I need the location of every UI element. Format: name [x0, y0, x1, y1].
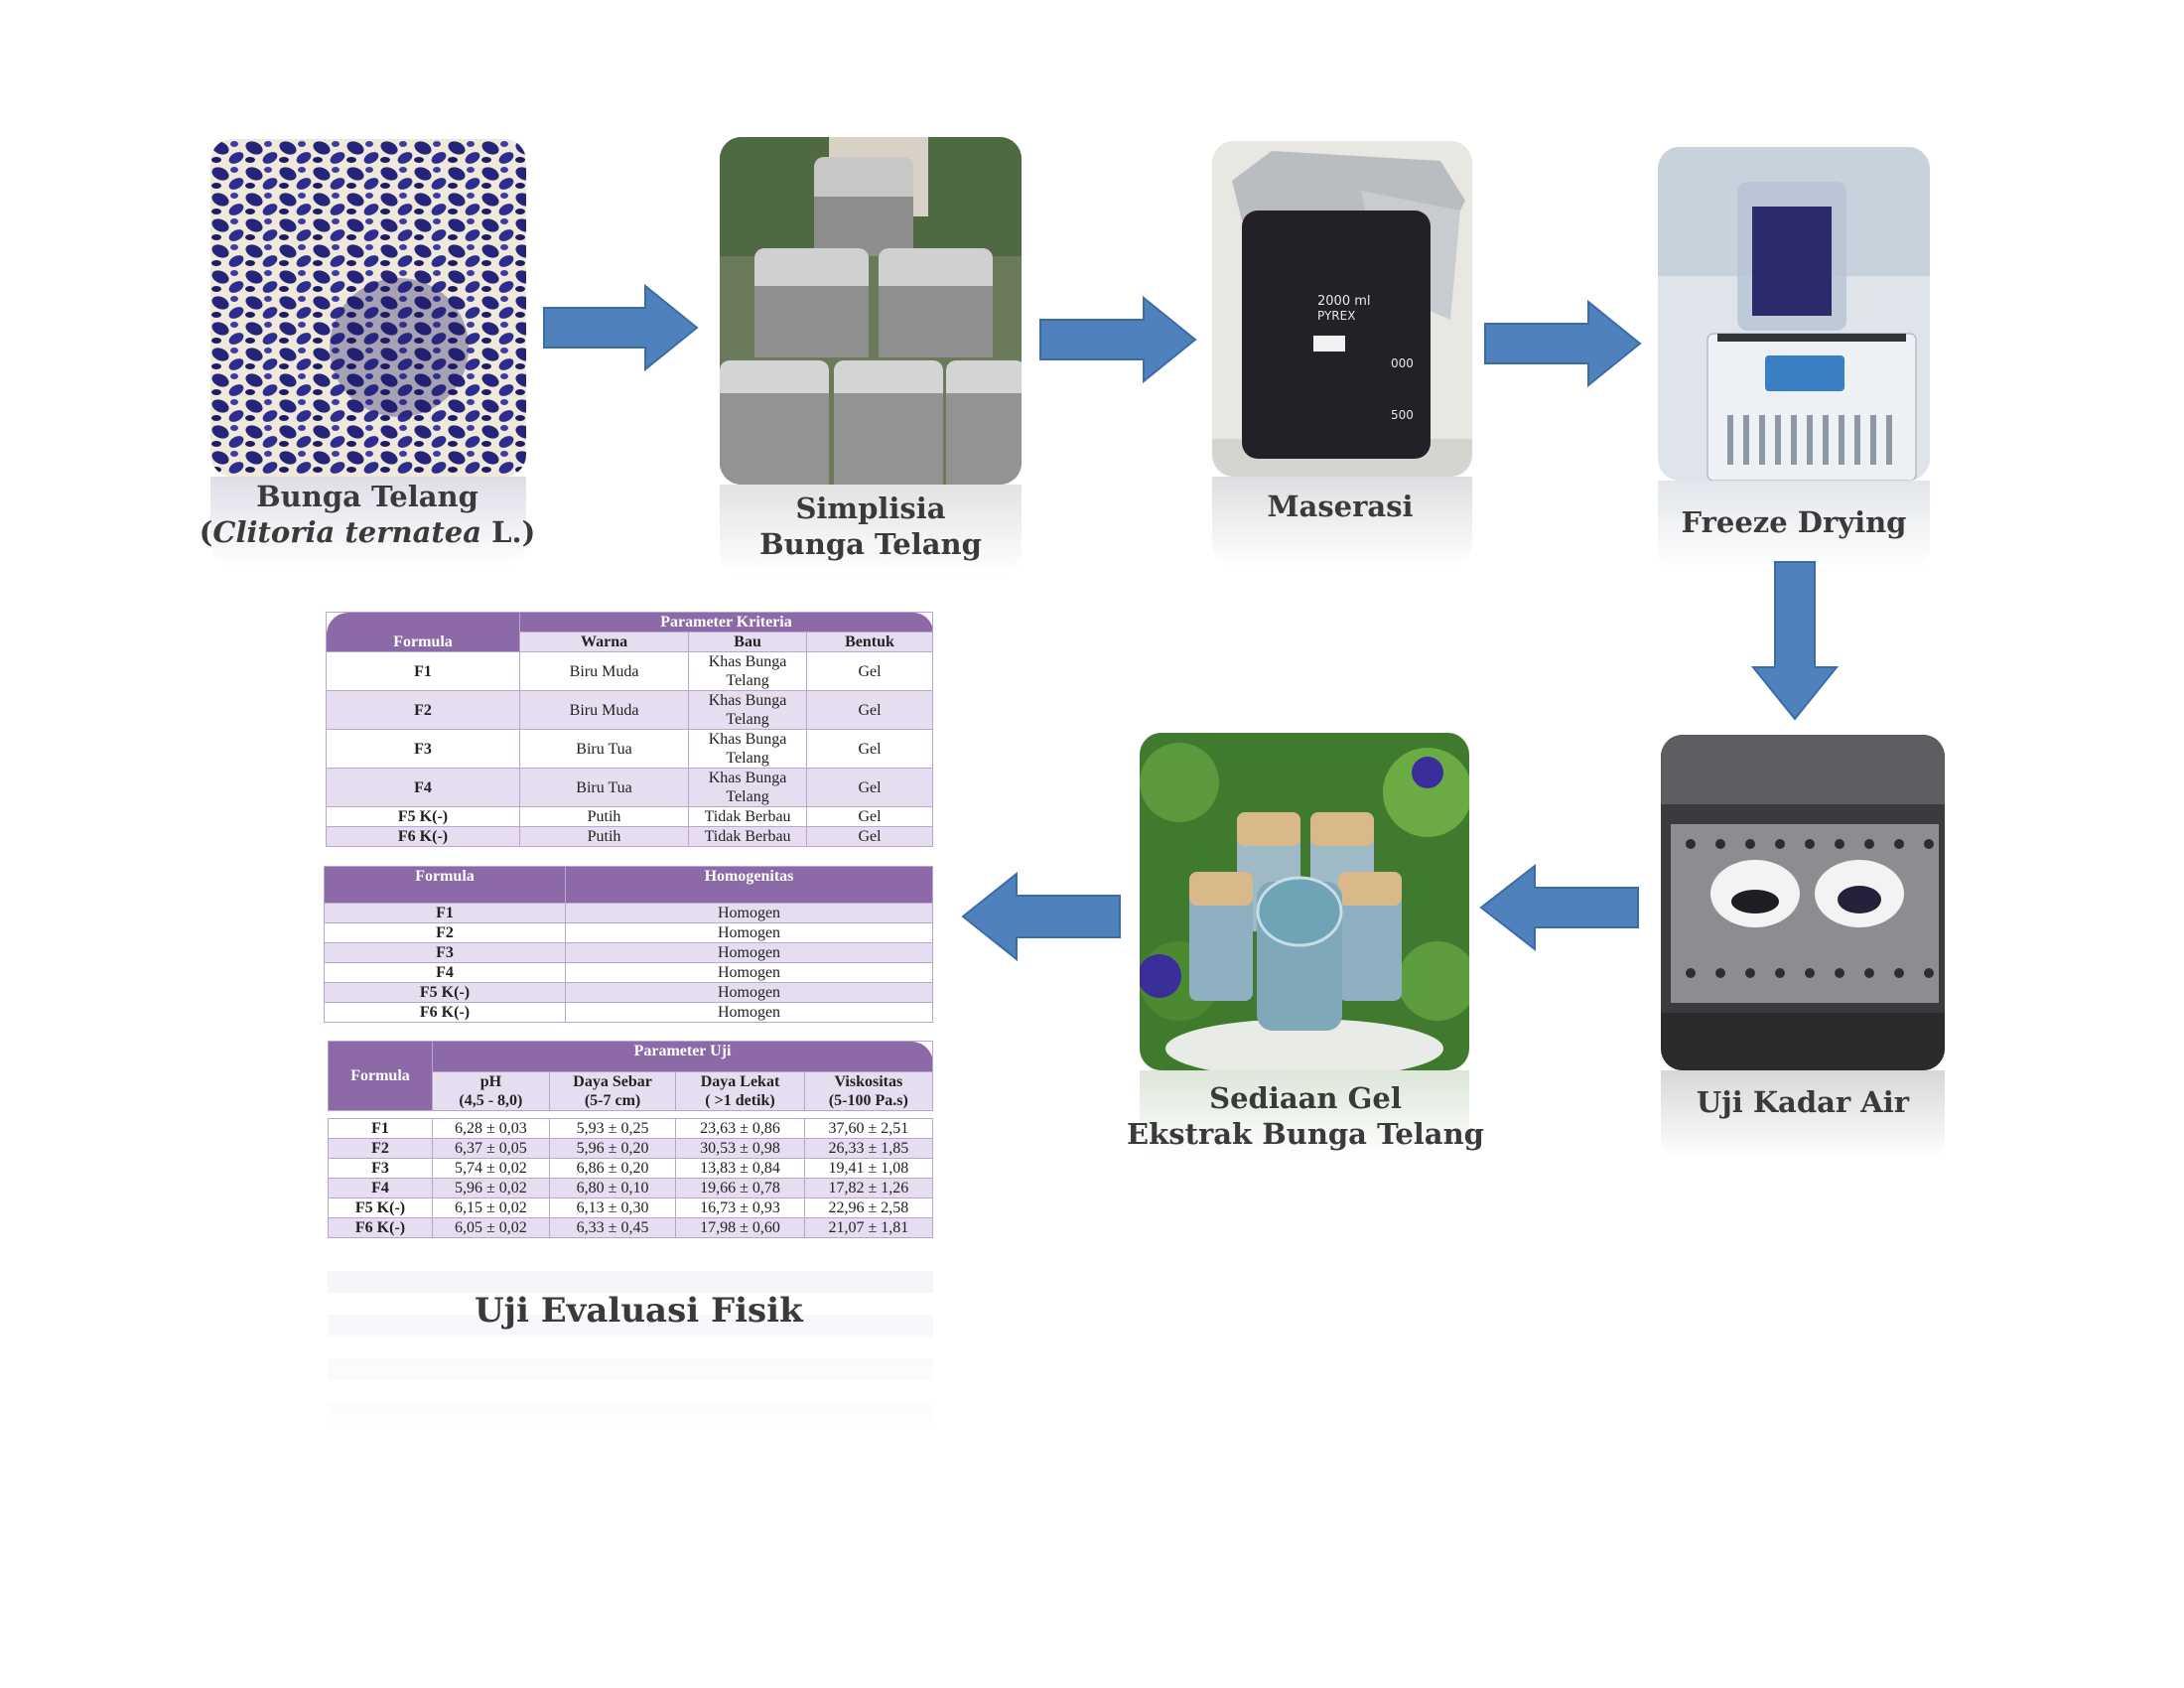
- table-organoleptik: Formula Parameter Kriteria Warna Bau Ben…: [326, 612, 933, 847]
- header-bentuk: Bentuk: [806, 632, 933, 652]
- step-label-line1: Simplisia: [795, 492, 946, 525]
- beaker-mark: PYREX: [1317, 309, 1355, 323]
- photo-reflection: [1212, 477, 1472, 566]
- header-daya-lekat: Daya Lekat( >1 detik): [675, 1071, 805, 1111]
- arrow-down-icon: [1750, 561, 1840, 721]
- header-homogenitas: Homogenitas: [565, 866, 933, 904]
- photo-reflection: [1140, 1070, 1469, 1160]
- species-name: Clitoria ternatea: [212, 515, 482, 549]
- arrow-right-icon: [1039, 295, 1197, 384]
- photo-reflection: [210, 477, 526, 566]
- header-bau: Bau: [688, 632, 808, 652]
- step-label-line2: (Clitoria ternatea L.): [199, 515, 536, 549]
- beaker-mark: 2000 ml: [1317, 294, 1371, 309]
- header-parameter-uji: Parameter Uji: [432, 1041, 933, 1072]
- step-label-uji-kadar-air: Uji Kadar Air: [1634, 1084, 1972, 1120]
- step-label-freeze-drying: Freeze Drying: [1628, 504, 1960, 540]
- header-formula: Formula: [326, 612, 520, 652]
- beaker-image: 2000 ml PYREX 000 500: [1212, 141, 1472, 477]
- header-formula: Formula: [328, 1041, 433, 1111]
- table-row: F3 Biru Tua Khas Bunga Telang Gel: [326, 729, 933, 769]
- step-label-line1: Freeze Drying: [1681, 505, 1907, 539]
- header-daya-sebar: Daya Sebar(5-7 cm): [548, 1071, 677, 1111]
- jars-powder-image: [720, 137, 1022, 485]
- arrow-left-icon: [1479, 863, 1639, 952]
- header-warna: Warna: [518, 632, 690, 652]
- table-row: F5 K(-)Homogen: [324, 982, 933, 1003]
- step-label-line2: Bunga Telang: [759, 527, 982, 561]
- photo-simplisia: [720, 137, 1022, 485]
- table-row: F4 Biru Tua Khas Bunga Telang Gel: [326, 768, 933, 807]
- table-parameter-uji: Formula Parameter Uji pH(4,5 - 8,0) Daya…: [328, 1041, 934, 1238]
- photo-reflection: [1658, 481, 1930, 570]
- header-viskositas: Viskositas(5-100 Pa.s): [803, 1071, 934, 1111]
- photo-reflection: [720, 485, 1022, 574]
- table-row: F5 K(-) Putih Tidak Berbau Gel: [326, 806, 933, 827]
- header-formula: Formula: [324, 866, 566, 904]
- arrow-right-icon: [543, 283, 699, 372]
- freeze-dryer-image: [1658, 147, 1930, 481]
- evaluation-title: Uji Evaluasi Fisik: [475, 1291, 803, 1331]
- photo-reflection: [1661, 1070, 1945, 1160]
- photo-bunga-telang: [210, 139, 526, 477]
- arrow-left-icon: [961, 871, 1121, 962]
- step-label-line1: Sediaan Gel: [1209, 1081, 1402, 1115]
- table-row: F1 Biru Muda Khas Bunga Telang Gel: [326, 651, 933, 691]
- step-label-simplisia: Simplisia Bunga Telang: [685, 491, 1056, 562]
- photo-freeze-drying: [1658, 147, 1930, 481]
- table-row: F6 K(-) Putih Tidak Berbau Gel: [326, 826, 933, 847]
- gel-jars-image: [1140, 733, 1469, 1070]
- flower-pile-image: [210, 139, 526, 477]
- photo-maserasi: 2000 ml PYREX 000 500: [1212, 141, 1472, 477]
- oven-image: [1661, 735, 1945, 1070]
- photo-sediaan-gel: [1140, 733, 1469, 1070]
- step-label-line2: Ekstrak Bunga Telang: [1127, 1117, 1484, 1151]
- photo-uji-kadar-air: [1661, 735, 1945, 1070]
- header-parameter-kriteria: Parameter Kriteria: [519, 612, 933, 633]
- jar-row-top: [814, 157, 913, 256]
- step-label-line1: Bunga Telang: [256, 480, 478, 513]
- arrow-right-icon: [1484, 299, 1642, 388]
- table-row: F6 K(-)Homogen: [324, 1002, 933, 1023]
- step-label-line1: Uji Kadar Air: [1696, 1085, 1910, 1119]
- table-reflection: [328, 1271, 933, 1450]
- step-label-line1: Maserasi: [1267, 490, 1414, 523]
- beaker-mark: 000: [1391, 356, 1414, 370]
- table-row: F2 Biru Muda Khas Bunga Telang Gel: [326, 690, 933, 730]
- step-label-sediaan-gel: Sediaan Gel Ekstrak Bunga Telang: [1102, 1080, 1509, 1152]
- beaker-mark: 500: [1391, 408, 1414, 422]
- header-ph: pH(4,5 - 8,0): [432, 1071, 550, 1111]
- step-label-maserasi: Maserasi: [1191, 489, 1489, 524]
- step-label-bunga-telang: Bunga Telang (Clitoria ternatea L.): [159, 479, 576, 550]
